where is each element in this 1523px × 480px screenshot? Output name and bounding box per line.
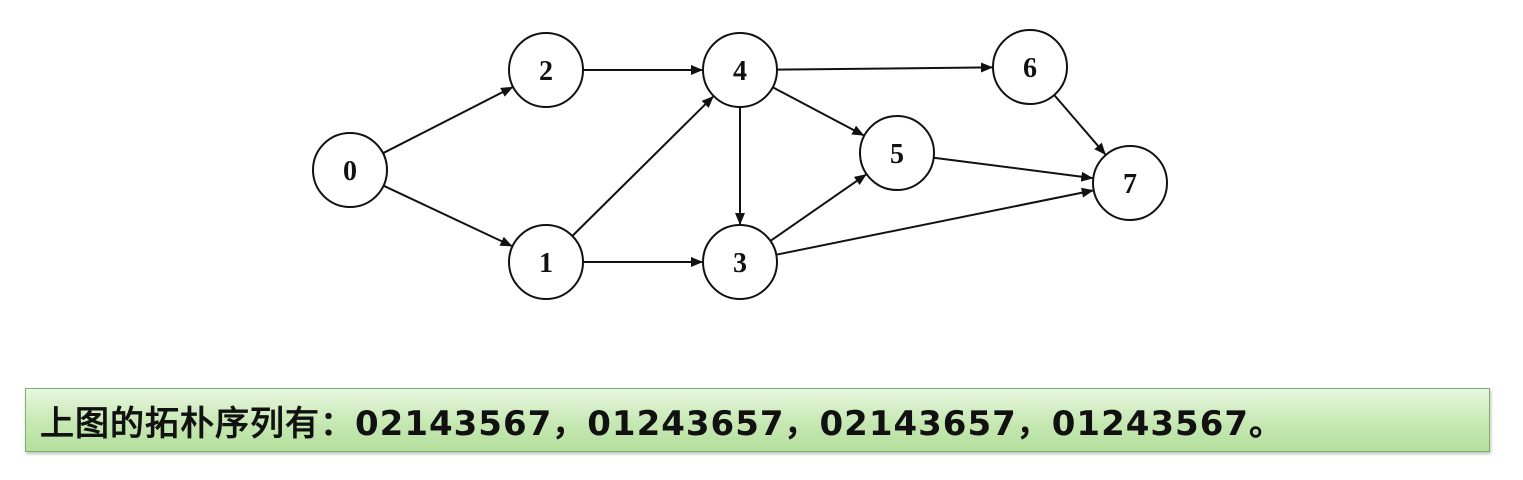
node-label: 3 — [733, 248, 747, 279]
node-3: 3 — [702, 224, 778, 300]
node-label: 1 — [539, 248, 553, 279]
edge-6-to-7 — [1053, 94, 1106, 155]
node-circle — [702, 224, 778, 300]
caption-box: 上图的拓朴序列有：02143567，01243657，02143657，0124… — [25, 388, 1490, 452]
caption-text: 上图的拓朴序列有：02143567，01243657，02143657，0124… — [40, 403, 1285, 444]
edge-3-to-7 — [776, 187, 1094, 256]
edges-layer — [382, 62, 1106, 267]
node-circle — [508, 224, 584, 300]
node-4: 4 — [702, 32, 778, 108]
node-7: 7 — [1092, 145, 1168, 221]
edge-3-to-5 — [769, 173, 867, 242]
edge-0-to-1 — [383, 184, 513, 247]
node-6: 6 — [992, 29, 1068, 105]
node-circle — [859, 115, 935, 191]
node-circle — [312, 132, 388, 208]
node-2: 2 — [508, 32, 584, 108]
node-label: 4 — [733, 56, 747, 87]
node-5: 5 — [859, 115, 935, 191]
edge-1-to-4 — [571, 95, 714, 237]
node-0: 0 — [312, 132, 388, 208]
node-circle — [992, 29, 1068, 105]
edge-4-to-5 — [772, 86, 865, 137]
node-label: 6 — [1023, 53, 1037, 84]
node-1: 1 — [508, 224, 584, 300]
node-circle — [702, 32, 778, 108]
edge-4-to-6 — [776, 62, 993, 73]
node-circle — [1092, 145, 1168, 221]
edge-0-to-2 — [382, 86, 514, 155]
edge-5-to-7 — [933, 156, 1094, 182]
nodes-layer: 0 1 2 3 4 5 6 7 — [312, 29, 1168, 300]
node-label: 7 — [1123, 169, 1137, 200]
node-circle — [508, 32, 584, 108]
node-label: 0 — [343, 156, 357, 187]
node-label: 5 — [890, 139, 904, 170]
node-label: 2 — [539, 56, 553, 87]
